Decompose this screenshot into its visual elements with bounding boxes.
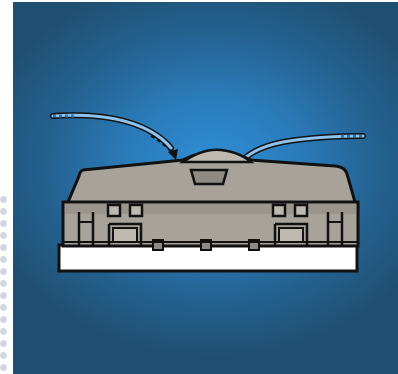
dot-rail: [0, 196, 8, 374]
right-wire: [238, 133, 366, 165]
illustration-panel: [13, 2, 398, 374]
connector-illustration: [50, 112, 366, 273]
left-wire: [50, 112, 174, 151]
curved-arrow-icon: [150, 135, 178, 160]
connector-housing: [61, 148, 360, 251]
